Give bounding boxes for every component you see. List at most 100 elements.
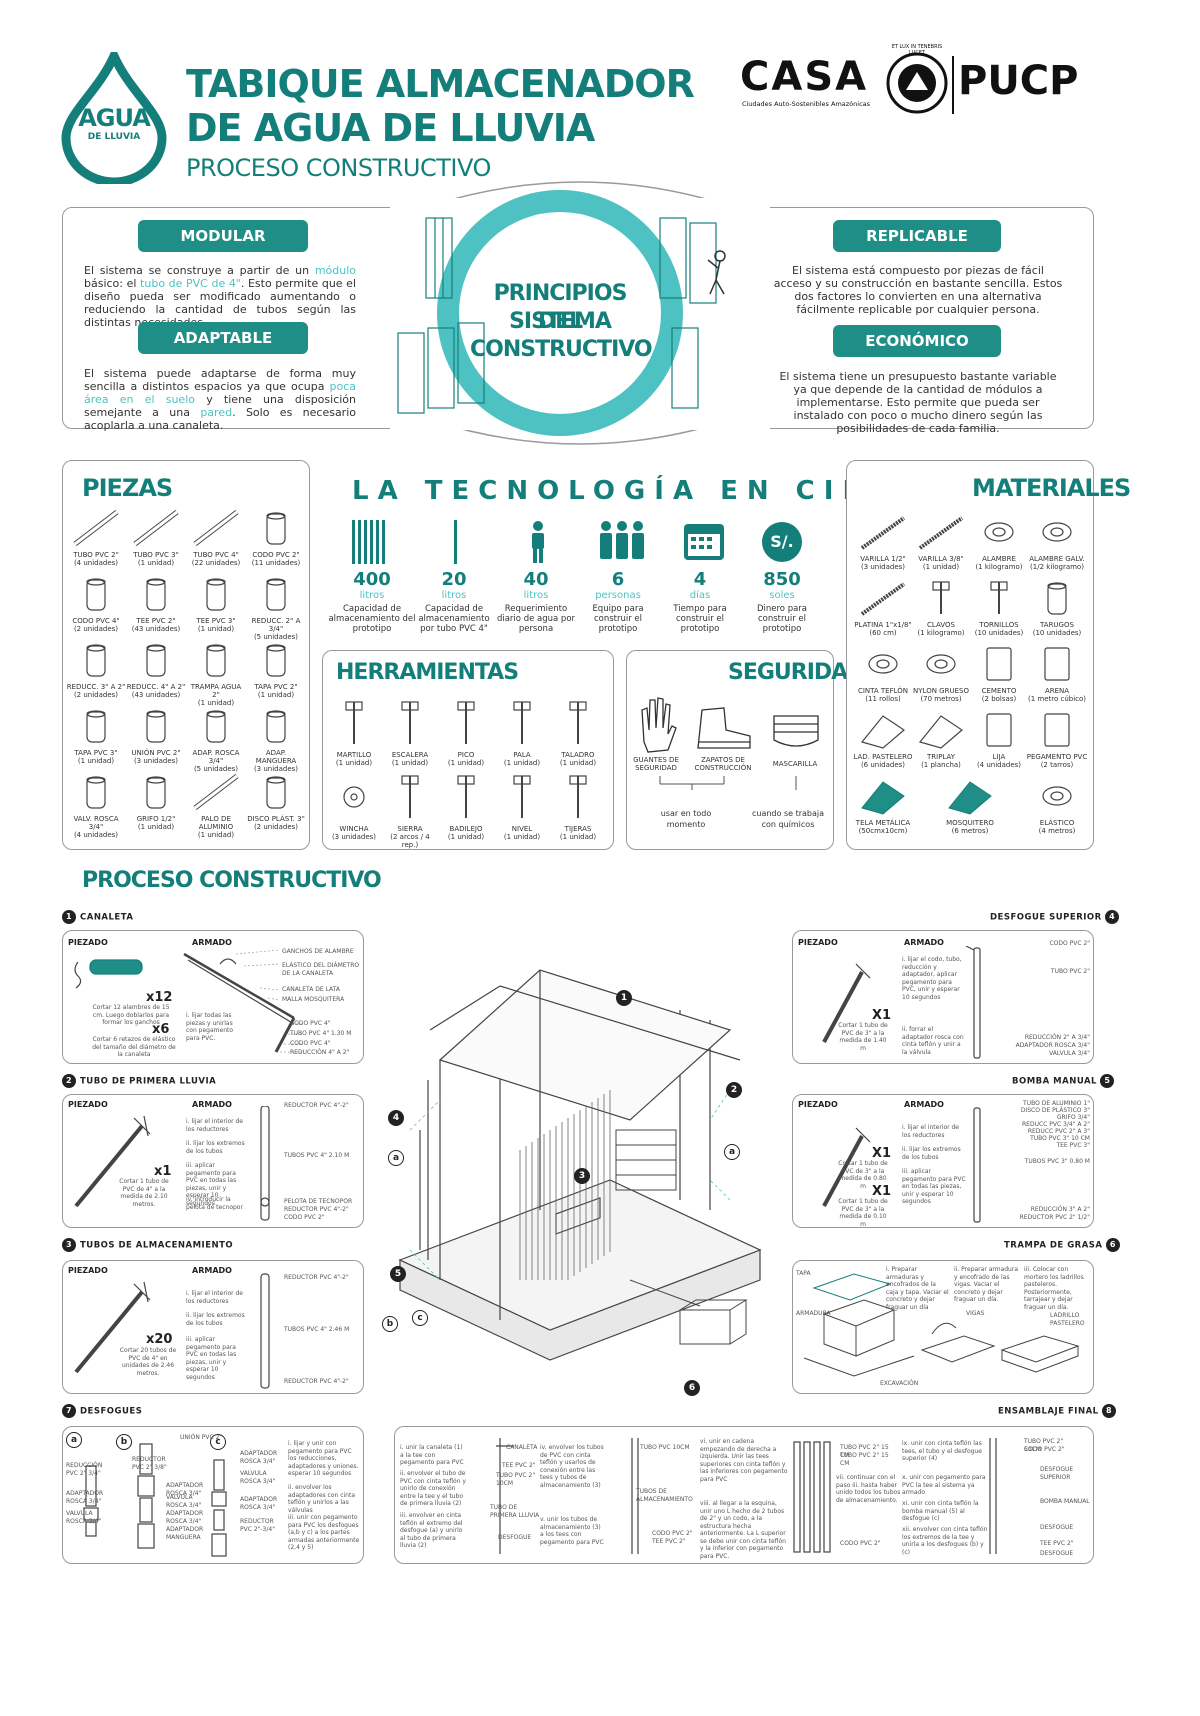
calendar-icon [684,524,724,560]
tool-icon [569,701,587,744]
pieza-qty: (5 unidades) [253,633,299,641]
s2-label-4: CODO PVC 2" [284,1214,325,1221]
mesh-icon [948,781,992,815]
stat-number: 850 [763,569,801,590]
step-2-drawing [74,1106,270,1221]
person-icon [707,250,726,295]
herramienta-qty: (1 unidad) [503,759,541,767]
herramienta-qty: (1 unidad) [391,759,429,767]
fitting-icon [86,710,106,743]
pieza-name: TUBO PVC 3" [133,551,179,559]
s5-label-6: TEE PVC 3" [1056,1142,1090,1149]
page-title-line2: DE AGUA DE LLUVIA [186,106,595,150]
step-4-note: Cortar 1 tubo de PVC de 3" a la medida d… [838,1022,888,1052]
stat-unit: litros [523,590,549,601]
s3-label-2: REDUCTOR PVC 4"-2" [284,1378,349,1385]
pieza-qty: (1 unidad) [257,691,295,699]
material-name: TARUGOS [1040,621,1074,629]
storage-tubes-icon [352,520,385,564]
s7-label-0: REDUCCIÓN PVC 2" 3/4" [66,1462,103,1477]
materiales-title: MATERIALES [972,474,1131,502]
s8-label-7: CODO PVC 2" [652,1530,693,1537]
s8-label-9: TUBO PVC 2" 15 CM [840,1444,889,1459]
herramienta-name: PALA [513,751,531,759]
stat-unit: soles [769,590,795,601]
pieza-qty: (22 unidades) [191,559,241,567]
s6-step-2: iii. Colocar con mortero los ladrillos p… [1024,1266,1084,1311]
pieza-union-pvc-2: UNIÓN PVC 2"(3 unidades) [126,706,186,765]
step-6-drawing [803,1273,1080,1377]
pieza-qty: (3 unidades) [253,765,299,773]
pieza-tee-pvc-3: TEE PVC 3"(1 unidad) [186,574,246,633]
s1-label-6: CODO PVC 4" [290,1040,331,1047]
s6-label-4: LADRILLO PASTELERO [1050,1312,1085,1327]
hook-icon [74,961,82,989]
herramienta-tijeras: TIJERAS(1 unidad) [550,772,606,841]
tape-icon [343,786,365,808]
s8-label-13: CODO PVC 2" [1024,1446,1065,1453]
material-name: ALAMBRE [982,555,1016,563]
seguridad-title: SEGURIDAD [728,660,865,685]
step-3-piezado: PIEZADO [68,1266,108,1275]
mesh-icon [861,781,905,815]
pieza-codo-pvc-4: CODO PVC 4"(2 unidades) [66,574,126,633]
herramienta-pico: PICO(1 unidad) [438,698,494,767]
rebar-icon [860,516,906,550]
pieza-tapa-pvc-2: TAPA PVC 2"(1 unidad) [246,640,306,699]
s7-label-1: ADAPTADOR ROSCA 3/4" [66,1490,104,1505]
fitting-icon [266,644,286,677]
s7-label-9: ADAPTADOR ROSCA 3/4" [240,1450,278,1465]
herramienta-wincha: WINCHA(3 unidades) [326,772,382,841]
pieza-qty: (5 unidades) [193,765,239,773]
step-5-note-a: Cortar 1 tubo de PVC de 3" a la medida d… [838,1160,888,1190]
seguridad-panel [626,650,834,850]
pieza-disco-plast-3: DISCO PLÁST. 3"(2 unidades) [246,772,306,831]
s3-label-1: TUBOS PVC 4" 2.46 M [284,1326,350,1333]
stat-unit: personas [595,590,641,601]
material-name: TELA METÁLICA [855,819,911,827]
step-1-drawing [74,949,304,1053]
tool-icon [401,701,419,744]
herramienta-escalera: ESCALERA(1 unidad) [382,698,438,767]
fitting-icon [146,776,166,809]
s6-label-1: ARMADURA [796,1310,831,1317]
pieza-qty: (1 unidad) [137,823,175,831]
tool-icon [513,775,531,818]
tool-icon [401,775,419,818]
seguridad-icons [641,697,819,790]
material-tornillos: TORNILLOS(10 unidades) [968,578,1030,637]
s8-label-10: TUBO PVC 2" 15 CM [840,1452,889,1467]
roll-icon [868,654,898,674]
iso-callout-a-right: a [724,1144,740,1160]
step-5-note-b: Cortar 1 tubo de PVC de 3" a la medida d… [838,1198,888,1228]
herramienta-name: TIJERAS [564,825,592,833]
s5-label-5: TUBO PVC 3" 10 CM [1030,1135,1090,1142]
step-1-qty-b: x6 [152,1022,170,1037]
iso-callout-5: 5 [390,1266,406,1282]
s8-label-18: DESFOGUE [1040,1550,1074,1557]
herramienta-taladro: TALADRO(1 unidad) [550,698,606,767]
material-name: ELÁSTICO [1039,819,1075,827]
material-qty: (2 bolsas) [981,695,1017,703]
step-1-piezado: PIEZADO [68,938,108,947]
material-cemento: CEMENTO(2 bolsas) [968,644,1030,703]
adaptable-text: El sistema puede adaptarse de forma muy … [84,367,356,432]
pieza-palo-de-aluminio: PALO DE ALUMINIO(1 unidad) [186,772,246,839]
herramienta-qty: (1 unidad) [447,759,485,767]
water-drop-logo-icon [61,52,167,184]
stat-description: Capacidad de almacenamiento por tubo PVC… [418,604,490,634]
material-lad-pastelero: LAD. PASTELERO(6 unidades) [852,710,914,769]
material-lija: LIJA(4 unidades) [968,710,1030,769]
material-qty: (1 unidad) [922,563,960,571]
s7-label-4: REDUCTOR PVC 2" 3/8" [132,1456,167,1471]
s8-label-5: TUBO PVC 10CM [640,1444,690,1451]
herramienta-badilejo: BADILEJO(1 unidad) [438,772,494,841]
pieza-name: TAPA PVC 3" [74,749,118,757]
tool-icon [457,701,475,744]
pieza-qty: (2 unidades) [73,625,119,633]
s4-label-3: ADAPTADOR ROSCA 3/4" [1015,1042,1090,1049]
economico-badge: ECONÓMICO [833,325,1001,357]
s4-label-1: TUBO PVC 2" [1050,968,1090,975]
tool-icon [513,701,531,744]
